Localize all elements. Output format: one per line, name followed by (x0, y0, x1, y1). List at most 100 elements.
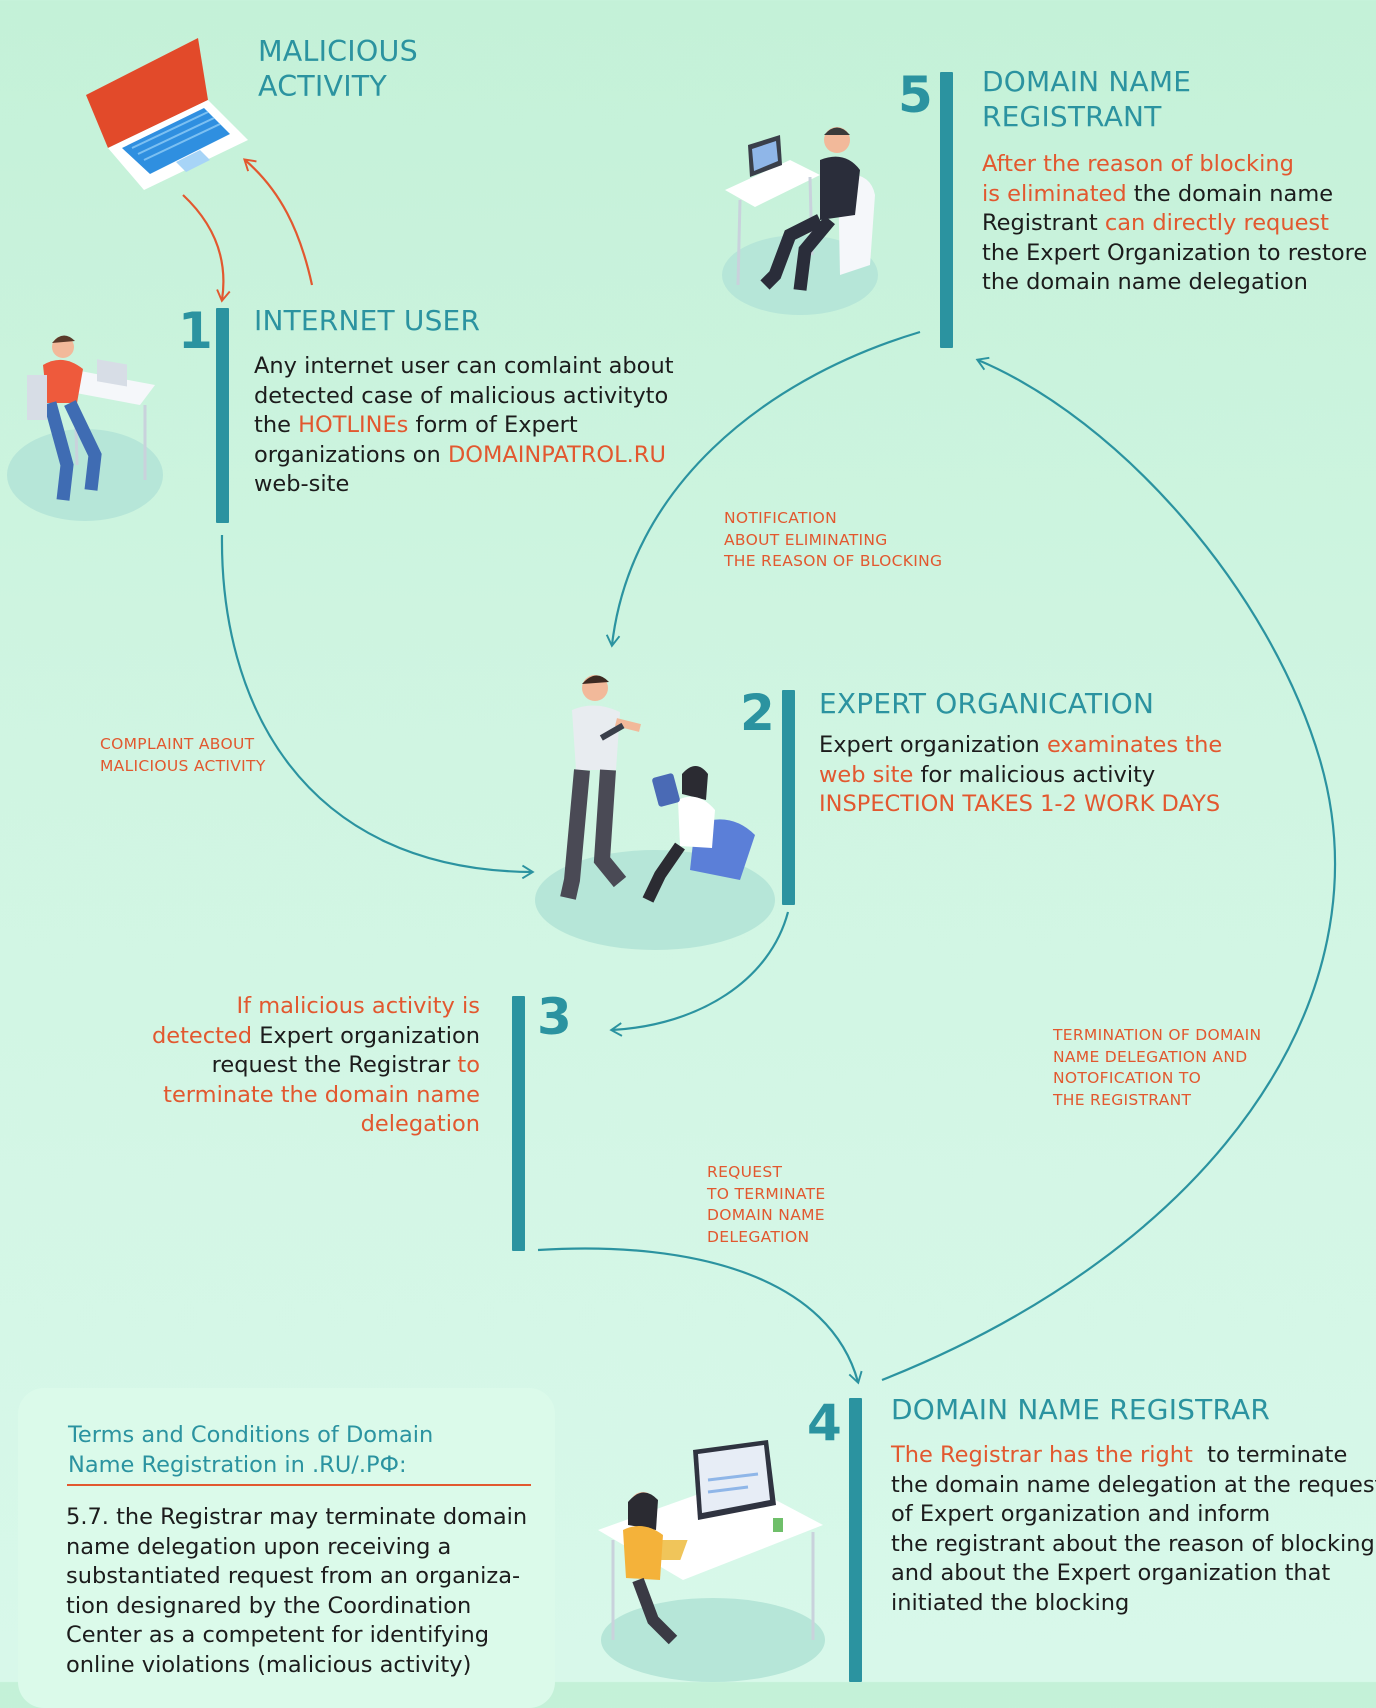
description-line: and about the Expert organization that (891, 1559, 1376, 1589)
description-line: organizations on DOMAINPATROL.RU (254, 441, 674, 471)
flow-label-termination: TERMINATION OF DOMAIN NAME DELEGATION AN… (1053, 1025, 1261, 1111)
highlighted-text: terminate the domain name (163, 1081, 480, 1108)
arrow-expert-to-step3 (609, 911, 790, 1037)
step-3-bar (512, 996, 525, 1251)
flow-line: NAME DELEGATION AND (1053, 1047, 1248, 1066)
description-line: of Expert organization and inform (891, 1500, 1376, 1530)
description-line: The Registrar has the right to terminate (891, 1441, 1376, 1471)
body-text: the (254, 412, 299, 438)
description-line: Expert organization examinates the (819, 731, 1222, 761)
highlighted-text: detected (151, 1022, 253, 1049)
arrow-registrant-to-expert (605, 330, 921, 648)
description-line: If malicious activity is (152, 992, 480, 1022)
highlighted-text: HOTLINEs (298, 412, 409, 438)
terms-line: Center as a competent for identifying (66, 1622, 489, 1648)
highlighted-text: examinates the (1046, 732, 1223, 758)
description-line: the HOTLINEs form of Expert (254, 411, 674, 441)
description-line: detected Expert organization (152, 1022, 480, 1052)
step-4-number: 4 (807, 1394, 842, 1452)
description-line: terminate the domain name (152, 1081, 480, 1111)
body-text: for malicious activity (913, 761, 1156, 788)
body-text: organizations on (254, 441, 448, 468)
step-2-number: 2 (740, 684, 775, 742)
registrar-illustration (598, 1440, 825, 1682)
highlighted-text: web site (819, 761, 914, 788)
expert-organization-illustration (535, 675, 775, 950)
terms-line: online violations (malicious activity) (66, 1651, 472, 1678)
description-line: is eliminated the domain name (982, 180, 1367, 210)
step-5-title-line-1: DOMAIN NAME (982, 65, 1192, 98)
highlighted-text: is eliminated (982, 180, 1127, 207)
internet-user-illustration (7, 335, 163, 521)
description-line: detected case of malicious activityto (254, 382, 674, 412)
body-text: detected case of malicious activityto (254, 382, 669, 409)
body-text: the domain name delegation at the reques… (891, 1471, 1376, 1498)
flow-line: ABOUT ELIMINATING (724, 530, 888, 549)
step-5-description: After the reason of blocking is eliminate… (982, 150, 1367, 298)
step-1-title: INTERNET USER (254, 304, 481, 337)
step-1-number: 1 (178, 302, 213, 360)
body-text: Registrant (982, 210, 1105, 236)
description-line: web site for malicious activity (819, 761, 1222, 791)
step-5-number: 5 (898, 66, 933, 124)
flow-line: THE REASON OF BLOCKING (724, 552, 943, 570)
malicious-activity-label: MALICIOUS ACTIVITY (258, 34, 418, 104)
highlighted-text: The Registrar has the right (891, 1442, 1201, 1468)
arrow-user-to-laptop (243, 158, 314, 286)
step-5-title: DOMAIN NAME REGISTRANT (982, 64, 1191, 134)
laptop-icon (86, 38, 248, 190)
description-line: the domain name delegation (982, 268, 1367, 298)
description-line: Any internet user can comlaint about (254, 352, 674, 382)
description-line: After the reason of blocking (982, 150, 1367, 180)
flow-line: TO TERMINATE (707, 1184, 826, 1203)
highlighted-text: DOMAINPATROL.RU (447, 441, 666, 468)
description-line: the Expert Organization to restore (982, 239, 1367, 269)
flow-line: THE REGISTRANT (1053, 1090, 1192, 1109)
description-line: the domain name delegation at the reques… (891, 1471, 1376, 1501)
body-text: form of Expert (408, 412, 578, 438)
highlighted-text: to (457, 1052, 480, 1078)
step-4-description: The Registrar has the right to terminate… (891, 1441, 1376, 1618)
description-line: Registrant can directly request (982, 209, 1367, 239)
flow-line: MALICIOUS ACTIVITY (100, 756, 266, 775)
flow-line: NOTOFICATION TO (1053, 1069, 1202, 1087)
registrant-illustration (722, 127, 878, 315)
arrow-laptop-to-user (182, 194, 231, 303)
body-text: initiated the blocking (891, 1589, 1130, 1616)
highlighted-text: can directly request (1104, 210, 1329, 236)
description-line: initiated the blocking (891, 1589, 1376, 1619)
step-2-title: EXPERT ORGANICATION (819, 687, 1155, 720)
terms-title-line-1: Terms and Conditions of Domain (68, 1422, 434, 1448)
terms-line: name delegation upon receiving a (66, 1533, 452, 1560)
body-text: Expert organization (252, 1022, 480, 1049)
terms-line: tion designared by the Coordination (66, 1592, 472, 1619)
body-text: the Expert Organization to restore (982, 239, 1368, 266)
description-line: delegation (152, 1110, 480, 1140)
description-line: web-site (254, 470, 674, 500)
flow-line: REQUEST (707, 1163, 783, 1181)
body-text: to terminate (1200, 1442, 1348, 1468)
body-text: request the Registrar (211, 1052, 458, 1078)
flow-line: TERMINATION OF DOMAIN (1053, 1026, 1262, 1044)
step-4-bar (849, 1398, 862, 1682)
description-line: request the Registrar to (152, 1051, 480, 1081)
terms-title: Terms and Conditions of Domain Name Regi… (68, 1420, 433, 1480)
flow-label-notification: NOTIFICATION ABOUT ELIMINATING THE REASO… (724, 508, 942, 573)
flow-line: NOTIFICATION (724, 509, 837, 527)
step-5-bar (940, 72, 953, 348)
highlighted-text: After the reason of blocking (982, 151, 1294, 177)
flow-line: DELEGATION (707, 1227, 810, 1246)
flow-label-request: REQUEST TO TERMINATE DOMAIN NAME DELEGAT… (707, 1162, 825, 1248)
terms-body: 5.7. the Registrar may terminate domain … (66, 1503, 546, 1680)
body-text: the registrant about the reason of block… (891, 1530, 1375, 1557)
terms-line: substantiated request from an organiza- (66, 1563, 521, 1589)
description-line: the registrant about the reason of block… (891, 1530, 1376, 1560)
highlighted-text: delegation (360, 1111, 480, 1137)
malicious-line-1: MALICIOUS (258, 35, 418, 68)
body-text: and about the Expert organization that (891, 1560, 1331, 1586)
terms-line: 5.7. the Registrar may terminate domain (66, 1504, 528, 1530)
body-text: the domain name delegation (982, 269, 1308, 295)
